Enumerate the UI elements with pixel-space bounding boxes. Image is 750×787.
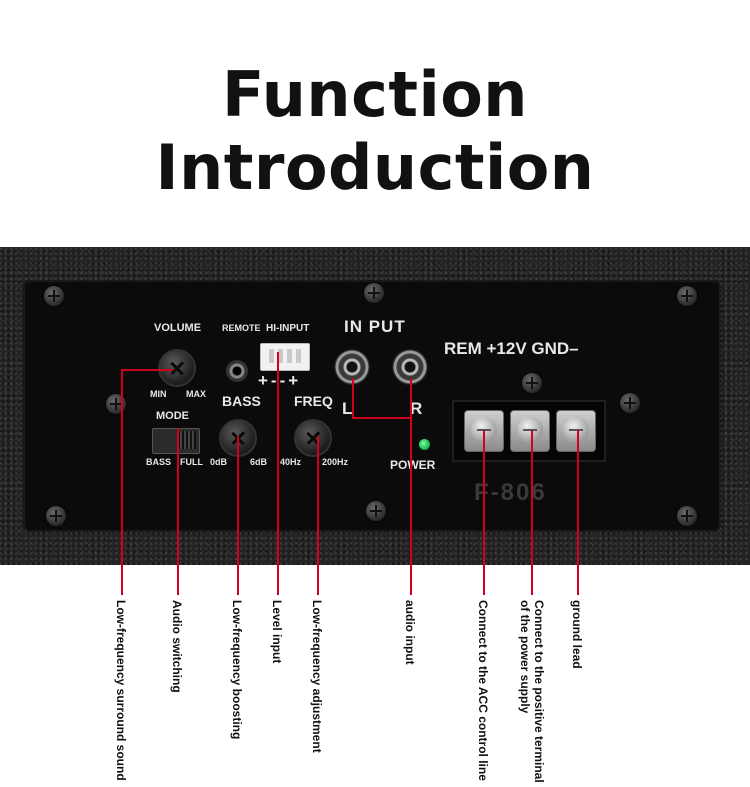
mode-full-label: FULL — [180, 457, 203, 467]
leader-line — [352, 378, 354, 418]
freq-knob[interactable] — [294, 419, 332, 457]
terminal-labels: REM +12V GND– — [444, 339, 579, 358]
freq-max-label: 200Hz — [322, 457, 349, 467]
volume-label: VOLUME — [154, 322, 202, 334]
leader-line — [121, 369, 123, 595]
in-put-label: IN PUT — [344, 317, 406, 336]
mode-switch[interactable] — [152, 428, 200, 454]
rca-right-label: R — [410, 399, 423, 418]
leader-line — [531, 430, 533, 595]
callout-ground-lead: ground lead — [570, 600, 584, 669]
callout-acc-control-line: Connect to the ACC control line — [476, 600, 490, 781]
callout-low-frequency-surround-sound: Low-frequency surround sound — [114, 600, 128, 781]
positive-12v-terminal[interactable] — [510, 410, 550, 452]
leader-line — [317, 436, 319, 595]
callout-positive-terminal: Connect to the positive terminal of the … — [518, 600, 546, 783]
freq-min-label: 40Hz — [280, 457, 302, 467]
power-label: POWER — [390, 458, 436, 472]
volume-min-label: MIN — [150, 389, 167, 399]
leader-line — [277, 352, 279, 595]
screw-icon — [46, 506, 66, 526]
leader-line — [121, 369, 173, 371]
hi-input-label: HI-INPUT — [266, 323, 310, 334]
bass-max-label: 6dB — [250, 457, 268, 467]
control-panel: VOLUME MIN MAX REMOTE HI-INPUT +--+ IN P… — [24, 281, 720, 531]
hi-input-polarity: +--+ — [258, 371, 302, 390]
leader-line — [237, 436, 239, 595]
leader-line — [410, 378, 412, 418]
callout-level-input: Level input — [270, 600, 284, 664]
callout-low-frequency-boosting: Low-frequency boosting — [230, 600, 244, 740]
callout-audio-input: audio input — [403, 600, 417, 665]
callout-audio-switching: Audio switching — [170, 600, 184, 693]
leader-line — [410, 417, 412, 595]
screw-icon — [522, 373, 542, 393]
ground-terminal[interactable] — [556, 410, 596, 452]
leader-line — [352, 417, 411, 419]
screw-icon — [364, 283, 384, 303]
screw-icon — [677, 506, 697, 526]
rca-left-label: L — [342, 399, 353, 418]
freq-label: FREQ — [294, 393, 333, 409]
remote-jack[interactable] — [226, 360, 248, 382]
mode-bass-label: BASS — [146, 457, 172, 467]
leader-line — [483, 430, 485, 595]
bass-label: BASS — [222, 393, 261, 409]
callout-low-frequency-adjustment: Low-frequency adjustment — [310, 600, 324, 753]
remote-label: REMOTE — [222, 323, 261, 333]
power-led-icon — [419, 439, 430, 450]
screw-icon — [106, 394, 126, 414]
screw-icon — [620, 393, 640, 413]
mode-label: MODE — [156, 410, 189, 422]
terminal-block — [452, 400, 606, 462]
leader-line — [177, 428, 179, 595]
screw-icon — [366, 501, 386, 521]
model-number: F-806 — [474, 479, 547, 506]
screw-icon — [44, 286, 64, 306]
bass-min-label: 0dB — [210, 457, 228, 467]
leader-line — [577, 430, 579, 595]
screw-icon — [677, 286, 697, 306]
hi-input-connector[interactable] — [260, 343, 310, 371]
volume-max-label: MAX — [186, 389, 206, 399]
volume-knob[interactable] — [158, 349, 196, 387]
page-title: Function Introduction — [155, 58, 595, 204]
